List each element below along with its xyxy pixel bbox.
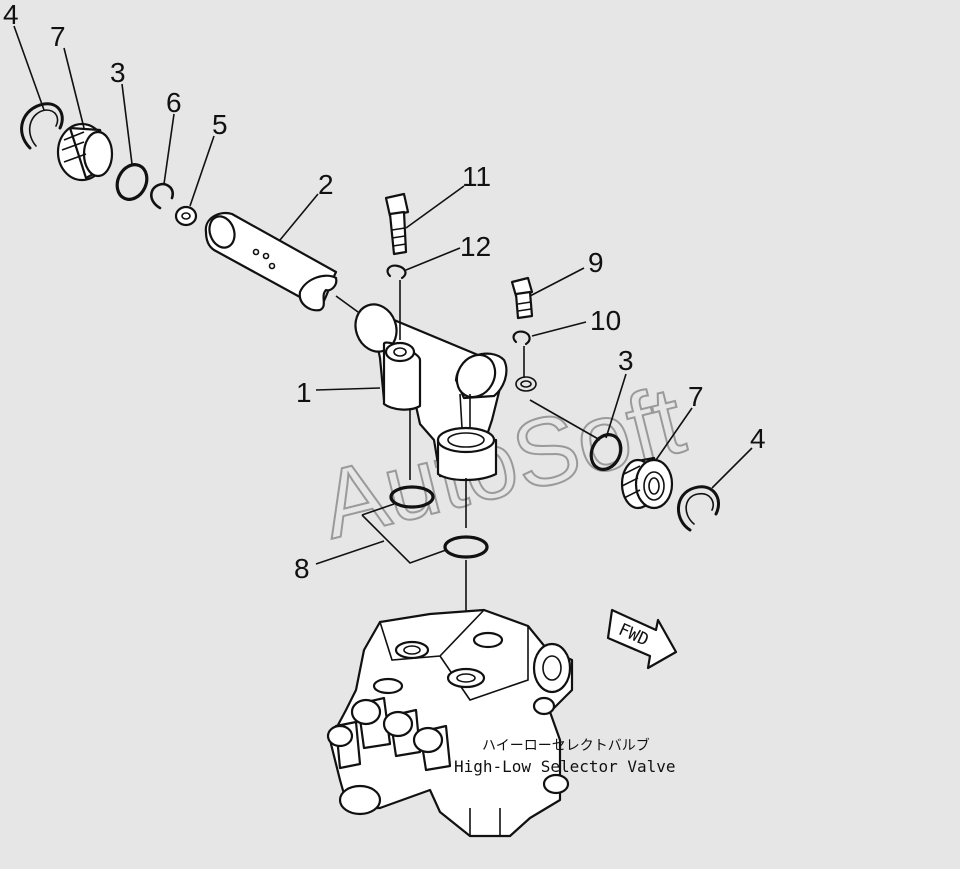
snap-ring-right bbox=[677, 485, 720, 532]
callout-12: 12 bbox=[460, 231, 491, 262]
leader-2 bbox=[279, 193, 319, 241]
o-ring-bottom-1 bbox=[389, 485, 435, 509]
leader-10 bbox=[531, 321, 587, 337]
leader-6 bbox=[163, 113, 175, 185]
plug-right bbox=[620, 456, 674, 510]
washer bbox=[174, 205, 198, 227]
callout-11: 11 bbox=[462, 161, 491, 192]
callout-8-leader bbox=[315, 540, 385, 565]
plug-left bbox=[56, 122, 114, 182]
selector-valve bbox=[326, 608, 574, 838]
callout-5: 5 bbox=[212, 109, 228, 140]
o-ring-right bbox=[589, 433, 623, 471]
callout-10: 10 bbox=[590, 305, 621, 336]
callout-4-left: 4 bbox=[3, 0, 19, 30]
leader-1 bbox=[315, 387, 381, 391]
snap-ring-small bbox=[150, 182, 175, 210]
callout-7-left: 7 bbox=[50, 21, 66, 52]
callout-8: 8 bbox=[294, 553, 310, 584]
callout-8-bracket bbox=[361, 503, 447, 564]
bolt-short bbox=[510, 276, 534, 320]
leader-9 bbox=[529, 267, 585, 297]
leader-3-right bbox=[605, 373, 627, 439]
callout-4-right: 4 bbox=[750, 423, 766, 454]
callout-2: 2 bbox=[318, 169, 334, 200]
callout-7-right: 7 bbox=[688, 381, 704, 412]
callout-6: 6 bbox=[166, 87, 182, 118]
snap-ring-left bbox=[20, 102, 64, 150]
callout-3-right: 3 bbox=[618, 345, 634, 376]
leader-4-left bbox=[13, 25, 45, 111]
leader-4-right bbox=[711, 447, 753, 489]
leader-11 bbox=[405, 185, 465, 229]
callout-9: 9 bbox=[588, 247, 604, 278]
leader-7-right bbox=[655, 407, 693, 461]
fwd-direction-badge: FWD bbox=[606, 608, 678, 670]
callout-1: 1 bbox=[296, 377, 312, 408]
o-ring-bottom-2 bbox=[443, 535, 489, 559]
callout-3-left: 3 bbox=[110, 57, 126, 88]
caption-japanese: ハイーローセレクトバルブ bbox=[482, 737, 650, 754]
right-axis bbox=[529, 399, 601, 441]
lock-washer-10 bbox=[512, 330, 531, 346]
leader-3-left bbox=[121, 83, 133, 165]
caption-english: High-Low Selector Valve bbox=[454, 757, 676, 776]
valve-body bbox=[354, 303, 537, 482]
o-ring-left bbox=[115, 163, 149, 201]
bolt-long bbox=[384, 192, 410, 256]
leader-12 bbox=[405, 247, 461, 271]
leader-5 bbox=[189, 135, 215, 207]
spool bbox=[204, 211, 338, 312]
lock-washer-12 bbox=[386, 264, 407, 280]
spool-leader bbox=[335, 295, 359, 313]
leader-7-left bbox=[63, 47, 85, 129]
